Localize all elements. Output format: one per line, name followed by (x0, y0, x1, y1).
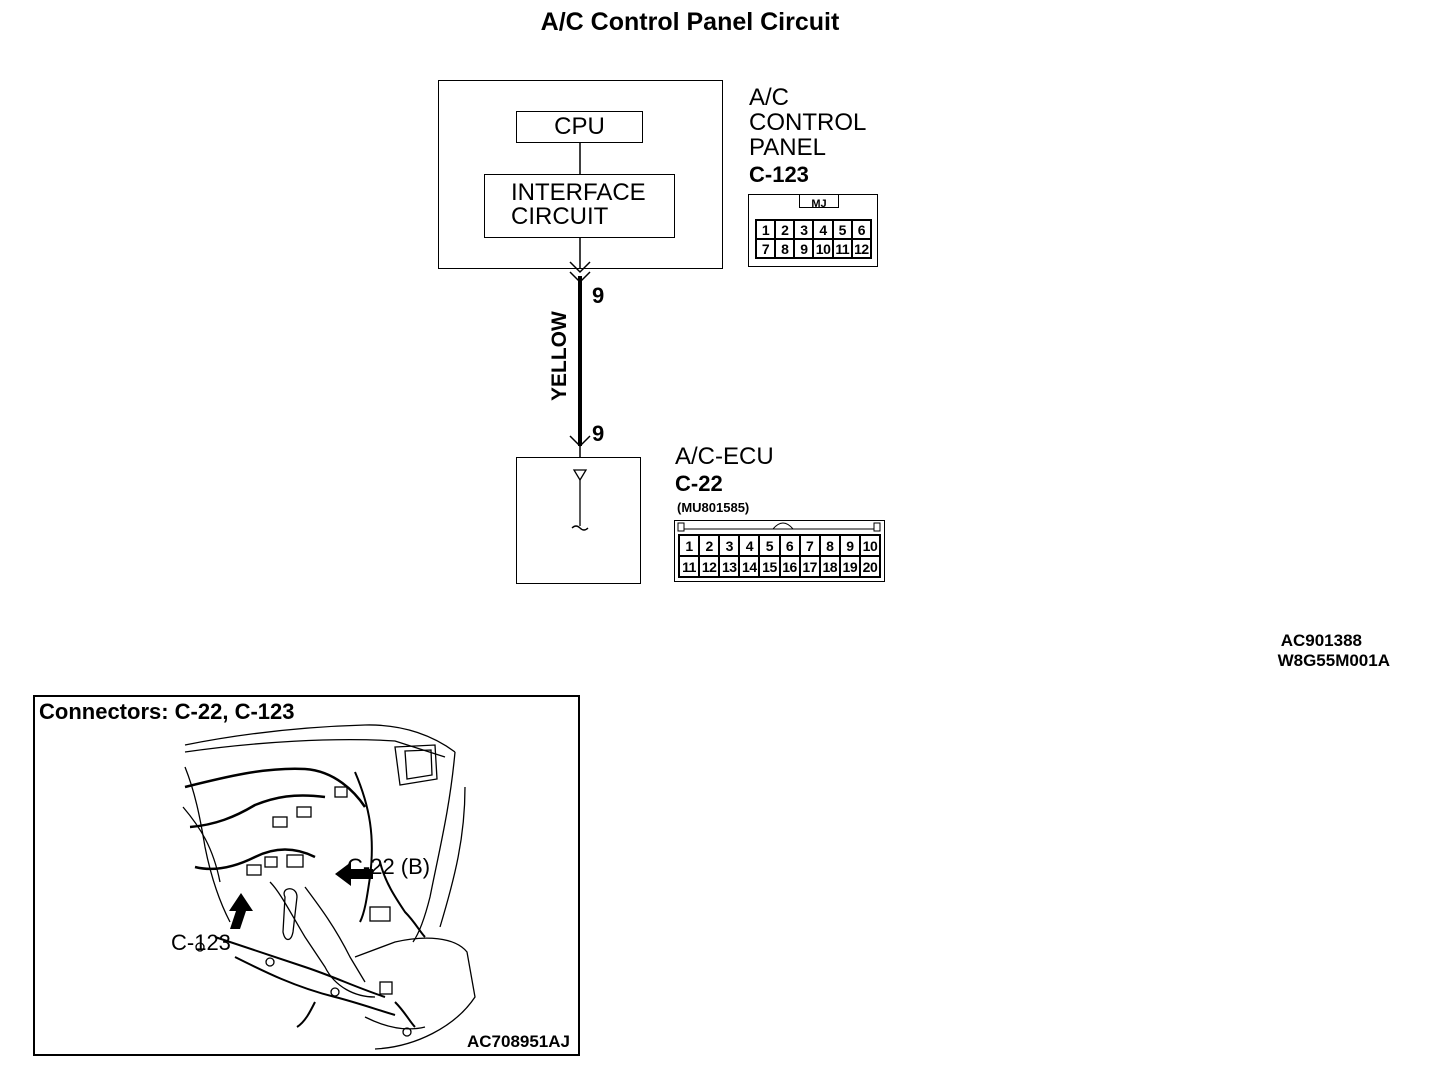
c123-pin: 2 (775, 220, 795, 239)
panel-name-line3: PANEL (749, 134, 826, 161)
diagram-title: A/C Control Panel Circuit (540, 8, 840, 36)
ecu-input-symbol (572, 469, 588, 482)
panel-pin-chevron (569, 261, 591, 274)
figure-ids: AC901388 W8G55M001A (1220, 631, 1390, 671)
c22-pin: 20 (859, 556, 880, 577)
c123-key-tab: MJ (799, 194, 839, 210)
connector-location-inset: Connectors: C-22, C-123 C-22 (B) C-123 A… (33, 695, 580, 1056)
c123-callout: C-123 (171, 930, 231, 955)
c123-pin: 7 (756, 239, 776, 258)
panel-connector-id: C-123 (749, 162, 809, 187)
cpu-box: CPU (516, 111, 643, 143)
figure-id-2: W8G55M001A (1277, 651, 1390, 670)
c22-pin: 3 (719, 535, 740, 556)
c22-key-outline (677, 522, 881, 532)
c123-pin: 3 (794, 220, 814, 239)
c22-pin: 12 (699, 556, 720, 577)
c123-connector-face: MJ 1 2 3 4 5 6 7 8 9 10 11 12 (748, 194, 878, 267)
interface-label-line2: CIRCUIT (511, 203, 609, 230)
wire-bottom-pin: 9 (592, 421, 605, 446)
c123-tag: MJ (811, 198, 827, 210)
c123-pin: 8 (775, 239, 795, 258)
ecu-connector-id: C-22 (675, 471, 723, 496)
c22-pin: 10 (859, 535, 880, 556)
c123-arrow (229, 893, 253, 929)
interface-circuit-box: INTERFACE CIRCUIT (484, 174, 675, 238)
c22-connector-face: 1 2 3 4 5 6 7 8 9 10 11 12 13 14 15 16 1… (674, 520, 885, 582)
c123-pin: 12 (851, 239, 871, 258)
c123-pin-grid: 1 2 3 4 5 6 7 8 9 10 11 12 (755, 219, 872, 259)
panel-name-line2: CONTROL (749, 109, 867, 136)
interface-label-line1: INTERFACE (511, 179, 646, 206)
ecu-continuation-mark (571, 525, 589, 531)
c123-pin: 4 (813, 220, 833, 239)
c22-pin: 9 (839, 535, 860, 556)
c22-pin: 4 (739, 535, 760, 556)
c22-pin: 11 (679, 556, 700, 577)
c123-pin: 10 (813, 239, 833, 258)
wire-top-pin: 9 (592, 283, 605, 308)
inset-title: Connectors: C-22, C-123 (39, 699, 295, 724)
panel-name: A/C CONTROL PANEL (749, 85, 866, 160)
c22-arrow (335, 862, 373, 886)
ecu-box (516, 457, 641, 584)
c22-pin: 7 (799, 535, 820, 556)
c22-pin: 5 (759, 535, 780, 556)
c22-pin: 19 (839, 556, 860, 577)
control-panel-box (438, 80, 723, 269)
c22-pin: 15 (759, 556, 780, 577)
dashboard-illustration (182, 724, 476, 1050)
c22-pin: 16 (779, 556, 800, 577)
c22-pin: 1 (679, 535, 700, 556)
c22-pin: 14 (739, 556, 760, 577)
c22-pin-grid: 1 2 3 4 5 6 7 8 9 10 11 12 13 14 15 16 1… (678, 534, 881, 578)
figure-id-1: AC901388 (1280, 631, 1362, 650)
c22-pin: 2 (699, 535, 720, 556)
panel-name-line1: A/C (749, 84, 790, 111)
c123-pin: 1 (756, 220, 776, 239)
c22-pin: 6 (779, 535, 800, 556)
ecu-name: A/C-ECU (675, 443, 774, 470)
c22-callout: C-22 (B) (347, 854, 431, 879)
cpu-label: CPU (554, 113, 605, 140)
inset-figure-code: AC708951AJ (466, 1032, 570, 1051)
c22-pin: 18 (819, 556, 840, 577)
c123-pin: 9 (794, 239, 814, 258)
c22-pin: 8 (819, 535, 840, 556)
c22-pin: 17 (799, 556, 820, 577)
c22-pin: 13 (719, 556, 740, 577)
c123-pin: 11 (832, 239, 852, 258)
ecu-part-number: (MU801585) (677, 500, 750, 515)
c123-pin: 6 (851, 220, 871, 239)
wire-color-label: YELLOW (548, 311, 571, 401)
c123-pin: 5 (832, 220, 852, 239)
